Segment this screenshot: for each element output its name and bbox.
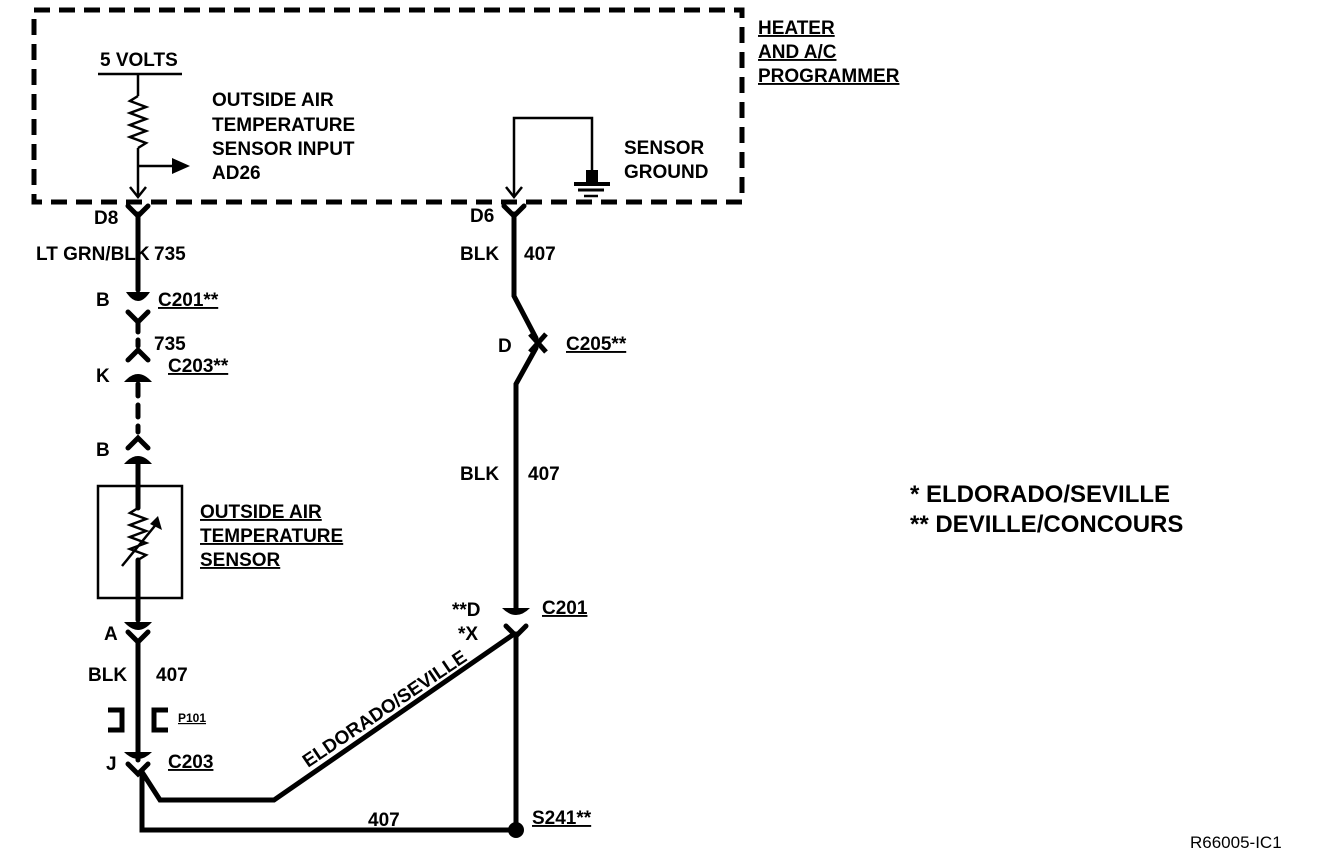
module-name-line-3: PROGRAMMER [758, 66, 900, 87]
eldorado-seville-wire-label: ELDORADO/SEVILLE [299, 647, 471, 772]
c205-deville-label: C205** [566, 334, 627, 355]
input-arrow-icon [172, 158, 190, 174]
d6-pin-label: D6 [470, 206, 494, 227]
sensor-pin-b-top-icon [125, 434, 151, 451]
c201-deville-label: C201** [158, 290, 219, 311]
c201-label: C201 [542, 598, 588, 619]
sensor-name-line-1: OUTSIDE AIR [200, 502, 322, 523]
module-name: HEATER AND A/C PROGRAMMER [758, 18, 900, 87]
ground-symbol-icon [574, 170, 610, 198]
wire-407-bottom [139, 769, 517, 833]
c201-pin-b-label: B [96, 290, 110, 311]
module-name-line-1: HEATER [758, 18, 835, 39]
sensor-name-line-2: TEMPERATURE [200, 526, 343, 547]
sensor-pin-b-bottom-icon [124, 456, 152, 464]
thermistor-arrow-shaft [121, 521, 159, 567]
wire-407-right-number: 407 [524, 244, 556, 265]
s241-splice-icon [508, 822, 524, 838]
ground-label-line-2: GROUND [624, 162, 708, 183]
wire-407-right-number-2: 407 [528, 464, 560, 485]
supply-voltage-label: 5 VOLTS [100, 50, 178, 71]
wire-407-bottom-number: 407 [368, 810, 400, 831]
wire-735-color: LT GRN/BLK [36, 244, 150, 265]
sensor-input-label: OUTSIDE AIR TEMPERATURE SENSOR INPUT AD2… [212, 90, 355, 184]
c201-connector-female-icon [126, 292, 150, 301]
wire-407-right-segment-2 [513, 345, 539, 611]
wire-735-number: 735 [154, 244, 186, 265]
wire-407-left-color: BLK [88, 665, 127, 686]
sensor-pin-a-label: A [104, 624, 118, 645]
wire-407-right-segment-1 [511, 211, 539, 341]
module-name-line-2: AND A/C [758, 42, 837, 63]
wire-735-number-2: 735 [154, 334, 186, 355]
sensor-name-label: OUTSIDE AIR TEMPERATURE SENSOR [200, 502, 343, 571]
wire-407-left-number: 407 [156, 665, 188, 686]
ground-arrowhead-icon [505, 186, 523, 200]
p101-grommet-left-icon [108, 707, 125, 733]
c201-pin-d-label: **D [452, 600, 481, 621]
c203-pin-k-label: K [96, 366, 110, 387]
c205-pin-d-label: D [498, 336, 512, 357]
p101-grommet-right-icon [151, 707, 168, 733]
pullup-resistor-icon [126, 94, 150, 150]
wire-407-right-color: BLK [460, 244, 499, 265]
sensor-pin-a-top-icon [124, 622, 152, 630]
thermistor-arrow-icon [150, 516, 162, 530]
thermistor-icon [126, 506, 150, 562]
c203-connector-bottom-icon [124, 374, 152, 382]
sensor-ground-label: SENSOR GROUND [624, 138, 708, 183]
p101-label: P101 [178, 711, 206, 725]
c203-pin-j-bottom-icon [125, 761, 151, 778]
c203-pin-j-top-icon [124, 752, 152, 759]
programmer-module-boundary [31, 7, 745, 205]
c201-pin-x-label: *X [458, 624, 478, 645]
wire-eldorado-seville [139, 631, 517, 803]
ground-label-line-1: SENSOR [624, 138, 705, 159]
sensor-pin-b-label: B [96, 440, 110, 461]
input-label-line-4: AD26 [212, 163, 261, 184]
c203-pin-j-label: J [106, 754, 117, 775]
model-legend: * ELDORADO/SEVILLE ** DEVILLE/CONCOURS [910, 481, 1183, 538]
c201-right-top-icon [502, 608, 530, 615]
c203-label: C203 [168, 752, 213, 773]
input-label-line-2: TEMPERATURE [212, 115, 355, 136]
figure-id: R66005-IC1 [1190, 833, 1282, 852]
d8-pin-label: D8 [94, 208, 118, 229]
input-label-line-3: SENSOR INPUT [212, 139, 355, 160]
c203-connector-top-icon [125, 346, 151, 363]
legend-eldorado-seville: * ELDORADO/SEVILLE [910, 481, 1170, 508]
input-label-line-1: OUTSIDE AIR [212, 90, 334, 111]
sensor-ground-loop [512, 116, 594, 196]
wire-407-right-color-2: BLK [460, 464, 499, 485]
c203-deville-label: C203** [168, 356, 229, 377]
s241-label: S241** [532, 808, 592, 829]
sensor-name-line-3: SENSOR [200, 550, 281, 571]
input-arrowhead-icon [129, 186, 147, 200]
legend-deville-concours: ** DEVILLE/CONCOURS [910, 511, 1183, 538]
